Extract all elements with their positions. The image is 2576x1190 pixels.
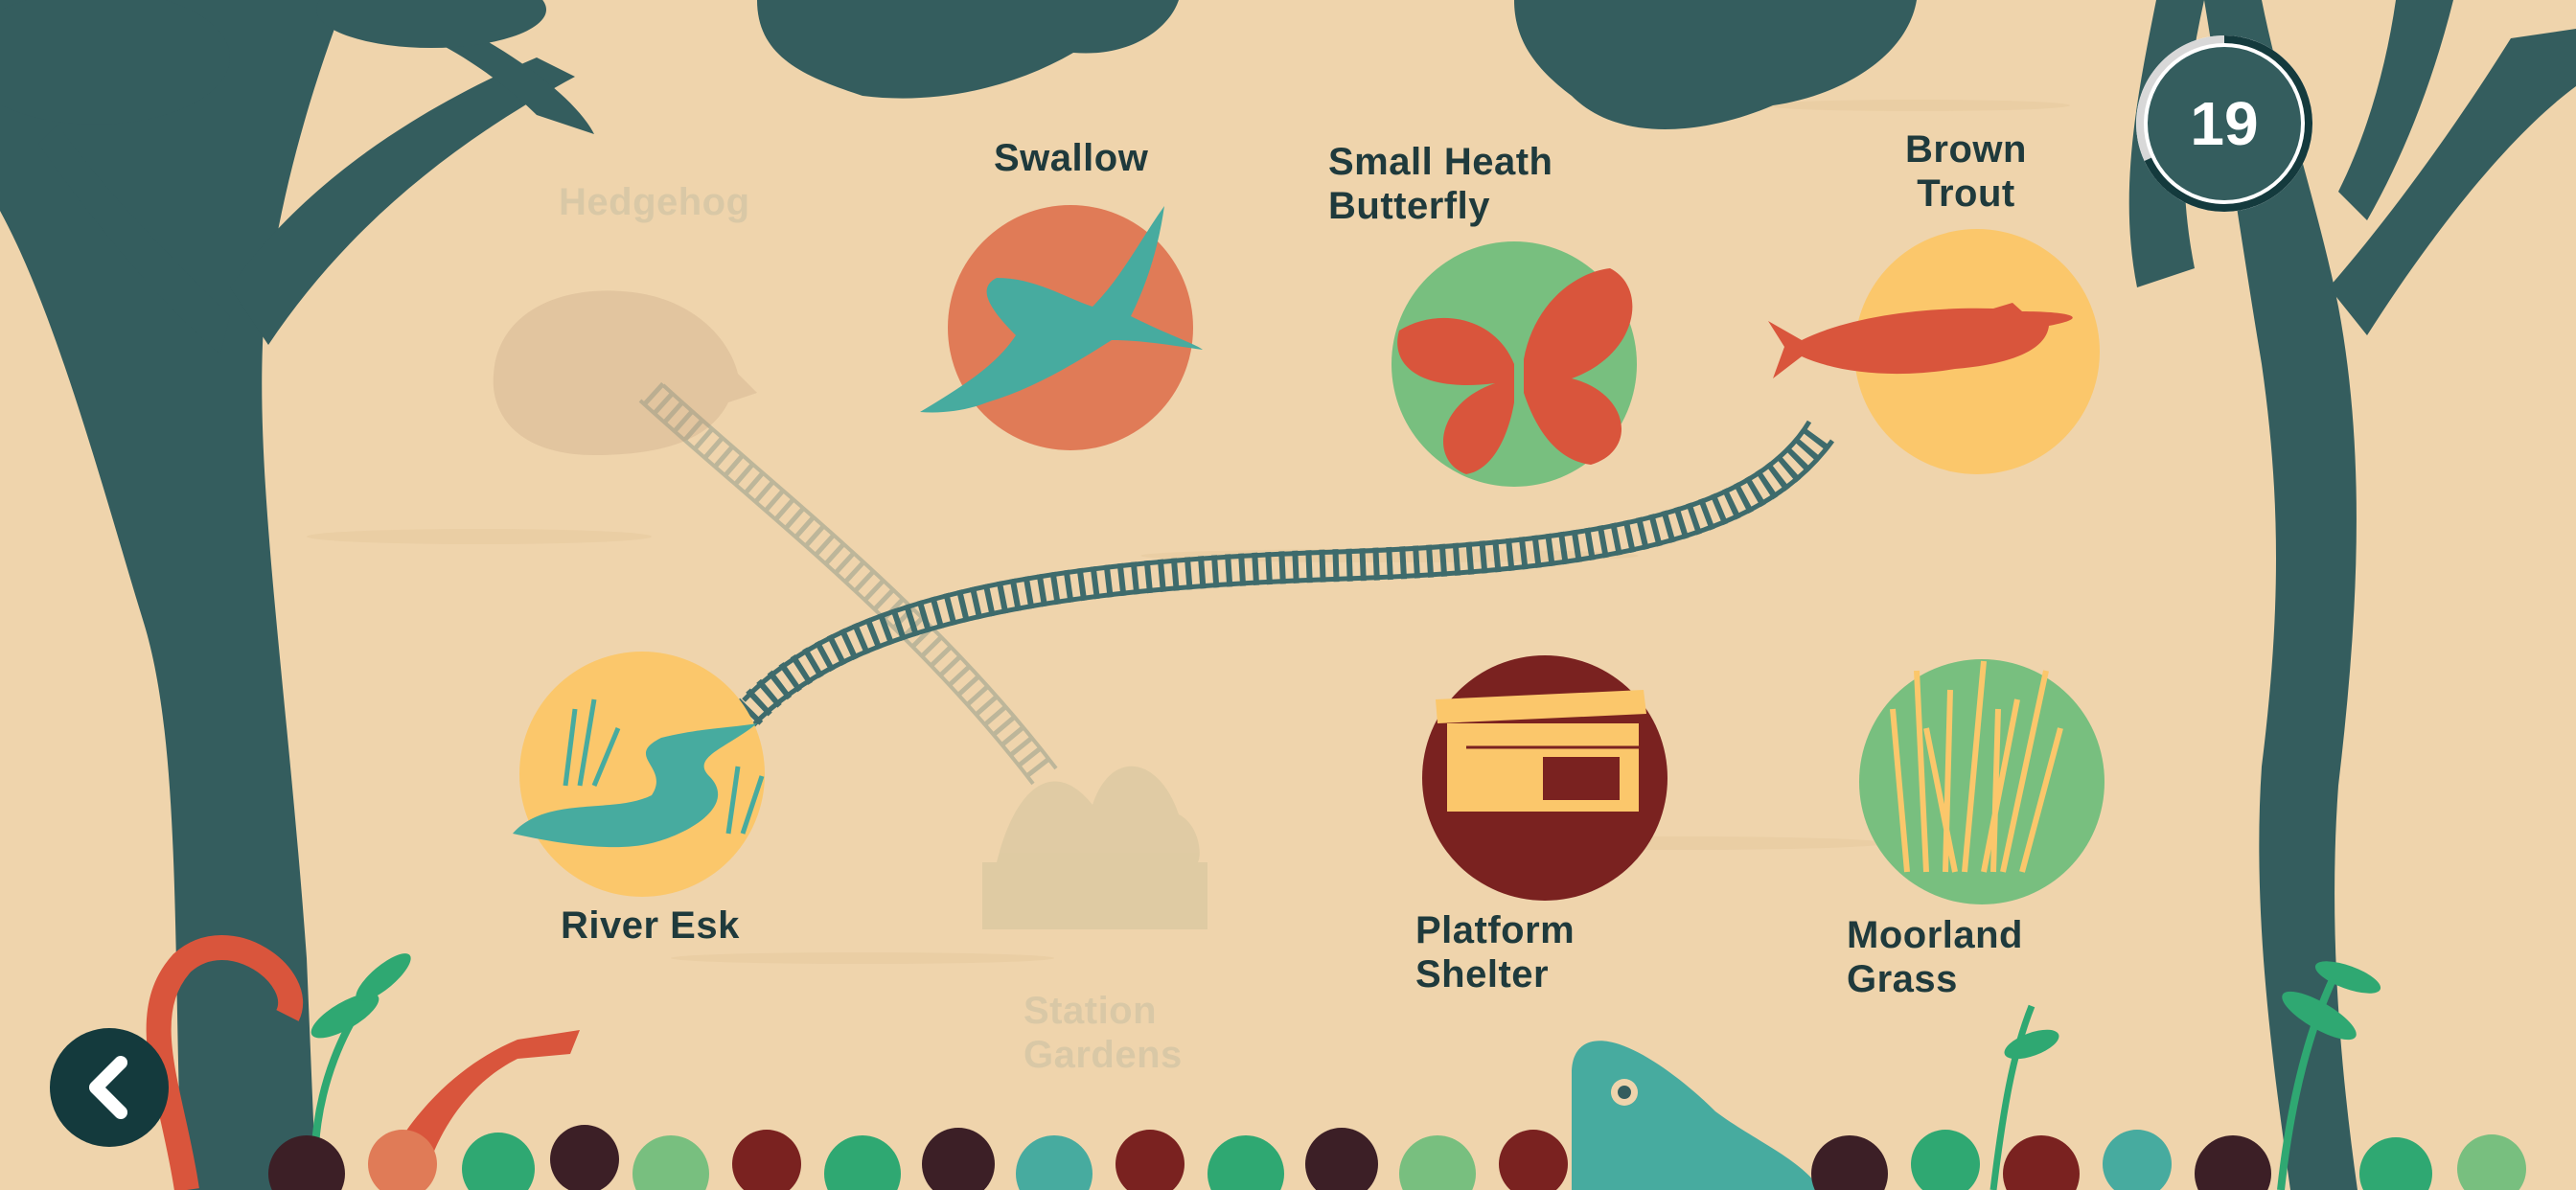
- label-hedgehog-text: Hedgehog: [559, 181, 750, 223]
- label-trout-line2: Trout: [1917, 172, 2015, 215]
- label-butterfly-line2: Butterfly: [1328, 185, 1490, 227]
- canopy-top: [757, 0, 1917, 129]
- label-grass-line1: Moorland: [1847, 914, 2023, 956]
- label-grass[interactable]: Moorland Grass: [1847, 913, 2023, 1001]
- label-shelter-line2: Shelter: [1415, 953, 1550, 995]
- timer-progress-arc: [2136, 35, 2312, 212]
- chevron-left-icon: [89, 1056, 127, 1119]
- timer-value: 19: [2190, 89, 2259, 158]
- label-butterfly[interactable]: Small Heath Butterfly: [1328, 140, 1552, 228]
- back-button[interactable]: [50, 1028, 169, 1147]
- label-grass-line2: Grass: [1847, 958, 1958, 1000]
- shelter-icon: [1436, 690, 1648, 812]
- label-hedgehog: Hedgehog: [559, 180, 750, 224]
- trout-node[interactable]: [1768, 229, 2100, 474]
- frog-icon: [1572, 1041, 1821, 1190]
- station-gardens-icon: [982, 766, 1208, 929]
- label-trout[interactable]: Brown Trout: [1905, 127, 2027, 216]
- railway-track: [735, 420, 1835, 729]
- faded-railway-track: [638, 381, 1058, 786]
- hedgehog-icon: [493, 290, 757, 455]
- label-gardens: Station Gardens: [1024, 989, 1183, 1077]
- swallow-icon: [920, 206, 1203, 413]
- butterfly-node[interactable]: [1392, 241, 1637, 487]
- countdown-timer: 19: [2129, 29, 2319, 218]
- label-gardens-line1: Station: [1024, 990, 1158, 1032]
- label-shelter-line1: Platform: [1415, 909, 1576, 951]
- label-trout-line1: Brown: [1905, 128, 2027, 171]
- countdown-ring-icon: [2136, 35, 2312, 212]
- grass-icon: [1890, 660, 2063, 873]
- label-river-text: River Esk: [561, 904, 740, 947]
- river-icon: [513, 698, 765, 848]
- butterfly-icon: [1397, 268, 1633, 474]
- label-gardens-line2: Gardens: [1024, 1034, 1183, 1076]
- river-node[interactable]: [513, 652, 765, 897]
- left-tree: [0, 0, 594, 1190]
- label-butterfly-line1: Small Heath: [1328, 141, 1553, 183]
- label-shelter[interactable]: Platform Shelter: [1415, 908, 1575, 996]
- trout-icon: [1768, 303, 2073, 378]
- label-swallow-text: Swallow: [994, 137, 1149, 179]
- grass-node[interactable]: [1859, 659, 2104, 904]
- shelter-node[interactable]: [1422, 655, 1668, 901]
- label-river[interactable]: River Esk: [561, 904, 740, 948]
- undergrowth: [268, 953, 2526, 1190]
- label-swallow[interactable]: Swallow: [994, 136, 1148, 180]
- swallow-node[interactable]: [920, 205, 1203, 450]
